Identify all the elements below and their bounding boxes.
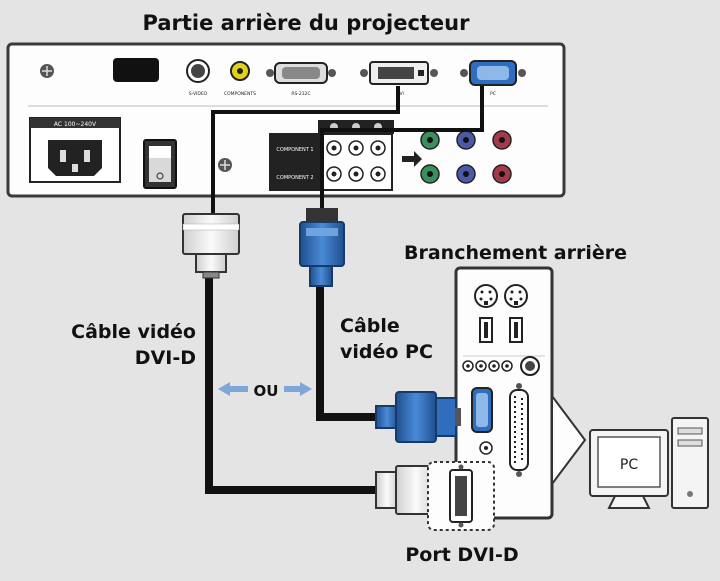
ps2-port-icon [474,284,498,308]
rca-jacks [420,130,512,184]
pc-cable [316,286,378,421]
diagram-title: Partie arrière du projecteur [143,11,471,35]
usb-port-icon [479,317,493,343]
dvi-d-port-highlight [427,461,495,531]
pc-vga-port: PC [460,60,526,97]
or-label: OU [254,382,279,400]
security-slot [113,58,159,82]
dvi-port: DVI [360,61,438,97]
pc-cable [320,86,484,214]
port-label-rs232c: RS-232C [291,91,310,97]
power-label: AC 100~240V [54,121,97,128]
rs232c-port: RS-232C [266,62,336,97]
component2-label: COMPONENT 2 [276,175,313,181]
dvi-cable-label-line1: Câble vidéo [71,321,196,343]
arrow-left-icon [218,382,248,396]
svideo-port: S-VIDEO [186,59,210,97]
pc-cable-label-line2: vidéo PC [340,341,433,363]
pc-label: PC [620,457,638,473]
screw-icon [40,64,54,78]
dvi-connector [182,213,240,279]
port-label-svideo: S-VIDEO [189,91,208,97]
component-input-block: COMPONENT 1 COMPONENT 2 [269,120,422,191]
monitor-icon: PC [589,429,669,509]
dvi-cable [211,86,400,216]
component-rca-port: COMPONENTS [224,61,256,97]
projector-rear-panel: S-VIDEO COMPONENTS RS-232C DVI PC [6,42,566,198]
pc-cable-label-line1: Câble [340,315,400,337]
svideo-port [520,356,540,376]
vga-connector [375,391,461,443]
port-label-components: COMPONENTS [224,91,256,97]
computer-tower-icon [671,417,709,509]
dvi-port-label: Port DVI-D [405,544,518,566]
power-socket-icon: AC 100~240V [29,117,121,183]
audio-jacks [479,441,493,455]
parallel-port [509,383,529,477]
port-label-pc: PC [490,91,496,97]
vga-connector [299,208,345,287]
ps2-port-icon [504,284,528,308]
component1-label: COMPONENT 1 [276,147,313,153]
audio-jacks [462,360,513,372]
power-switch-icon [143,139,177,189]
dvi-cable-label-line2: DVI-D [135,347,196,369]
screw-icon [218,158,232,172]
rear-connection-label: Branchement arrière [404,242,627,264]
or-indicator: OU [218,382,312,400]
dvi-cable [205,272,386,494]
usb-port-icon [509,317,523,343]
arrow-icon [551,393,587,487]
arrow-right-icon [284,382,312,396]
vga-port [471,387,493,433]
pc-rear-panel [454,266,554,520]
